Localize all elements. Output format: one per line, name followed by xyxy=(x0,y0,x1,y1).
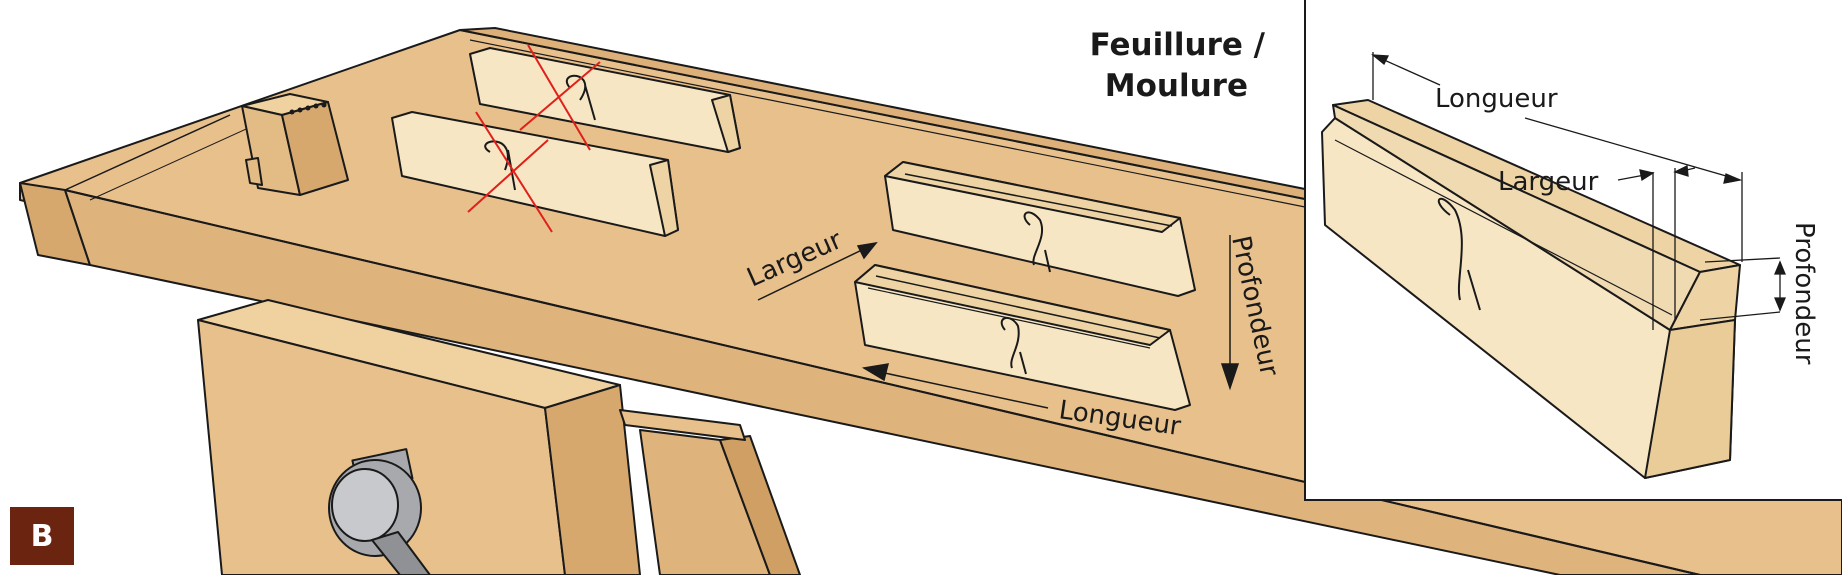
vise-chop-side xyxy=(544,384,641,575)
board-crossed-back xyxy=(469,47,741,153)
bench-stop-side xyxy=(281,101,349,196)
bench-leg-front xyxy=(639,429,771,575)
board-crossed-front xyxy=(391,111,679,237)
inset-label-depth: Profondeur xyxy=(1789,222,1819,365)
inset-panel: Longueur Largeur Profondeur xyxy=(1304,0,1842,501)
vise-screw xyxy=(328,448,431,575)
figure-title-line1: Feuillure / xyxy=(1090,27,1266,63)
board-moulding xyxy=(884,161,1196,297)
inset-label-width: Largeur xyxy=(1498,167,1599,197)
inset-label-length: Longueur xyxy=(1435,84,1558,114)
inset-dimension-lines xyxy=(1371,52,1786,330)
red-cross-marks xyxy=(467,44,601,233)
figure-title-line2: Moulure xyxy=(1105,68,1248,104)
vise-chop-front xyxy=(197,319,566,575)
board-rebate xyxy=(854,264,1191,411)
stop-holes xyxy=(289,102,327,115)
bench-arrows xyxy=(757,235,1240,409)
inset-board xyxy=(1321,99,1741,479)
figure-badge: B xyxy=(10,507,74,565)
